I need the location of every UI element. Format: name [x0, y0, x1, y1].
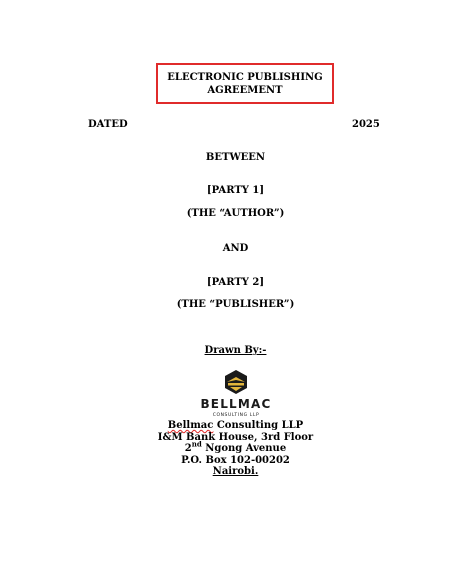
year-text: 2025: [352, 119, 380, 130]
title-line-2: AGREEMENT: [207, 84, 283, 96]
address-block: Bellmac Consulting LLP I&M Bank House, 3…: [0, 420, 471, 478]
dated-label: DATED: [88, 119, 128, 130]
bellmac-hexagon-icon: BELLMAC CONSULTING LLP: [200, 370, 271, 418]
address-line-1: Bellmac Consulting LLP: [0, 420, 471, 432]
firm-name-rest: Consulting LLP: [213, 420, 304, 431]
firm-name-first: Bellmac: [167, 420, 214, 431]
drawn-by-text: Drawn By:-: [204, 345, 267, 356]
party2-text: [PARTY 2]: [206, 277, 265, 288]
bellmac-logo: BELLMAC CONSULTING LLP: [195, 368, 277, 418]
address-line-2: I&M Bank House, 3rd Floor: [157, 431, 314, 443]
title-line-1: ELECTRONIC PUBLISHING: [167, 71, 323, 83]
title-box: ELECTRONIC PUBLISHING AGREEMENT: [156, 63, 334, 104]
logo-subtitle: CONSULTING LLP: [213, 412, 260, 418]
drawn-by: Drawn By:-: [0, 345, 471, 356]
and-text: AND: [222, 243, 249, 254]
address-line-3: 2nd Ngong Avenue: [184, 439, 287, 454]
address-line-4: P.O. Box 102-00202: [181, 454, 290, 466]
party2-role: (THE “PUBLISHER”): [176, 299, 295, 310]
address-line-5: Nairobi.: [212, 466, 259, 477]
party1-text: [PARTY 1]: [206, 185, 265, 196]
logo-name: BELLMAC: [200, 397, 271, 411]
party1-role: (THE “AUTHOR”): [186, 208, 285, 219]
between-text: BETWEEN: [205, 152, 266, 163]
